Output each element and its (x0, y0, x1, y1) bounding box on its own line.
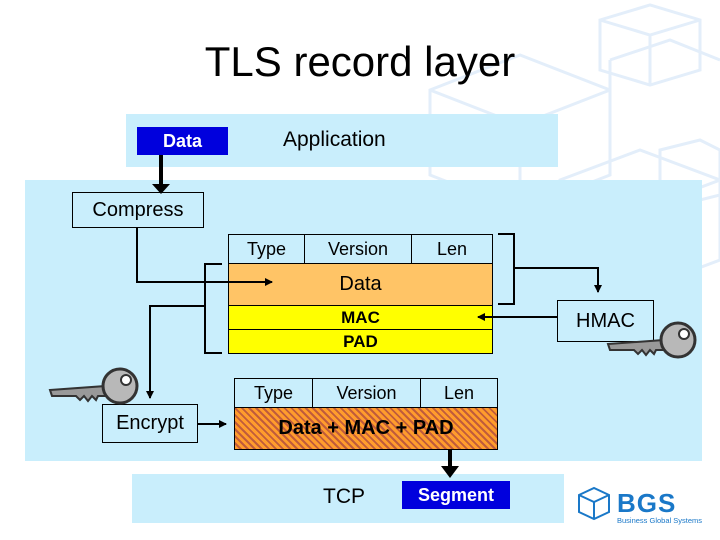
key-icon-hmac (606, 321, 697, 359)
segment-box: Segment (402, 481, 510, 509)
bgs-logo-cube-icon (578, 486, 610, 521)
record2-version: Version (312, 378, 421, 408)
bgs-tagline: Business Global Systems (617, 516, 703, 525)
app-data-box: Data (137, 127, 228, 155)
hmac-box: HMAC (557, 300, 654, 342)
record2-len: Len (420, 378, 498, 408)
record1-len: Len (411, 234, 493, 264)
page-title: TLS record layer (204, 38, 516, 85)
record1-type: Type (228, 234, 305, 264)
record1-version: Version (304, 234, 412, 264)
application-label: Application (283, 128, 386, 151)
record1-pad: PAD (228, 329, 493, 354)
bgs-logo: BGS (617, 488, 677, 518)
record2-encrypted-payload: Data + MAC + PAD (234, 407, 498, 450)
key-icon (48, 367, 139, 405)
encrypt-box: Encrypt (102, 404, 198, 443)
tcp-label: TCP (323, 485, 365, 508)
record2-type: Type (234, 378, 313, 408)
compress-box: Compress (72, 192, 204, 228)
